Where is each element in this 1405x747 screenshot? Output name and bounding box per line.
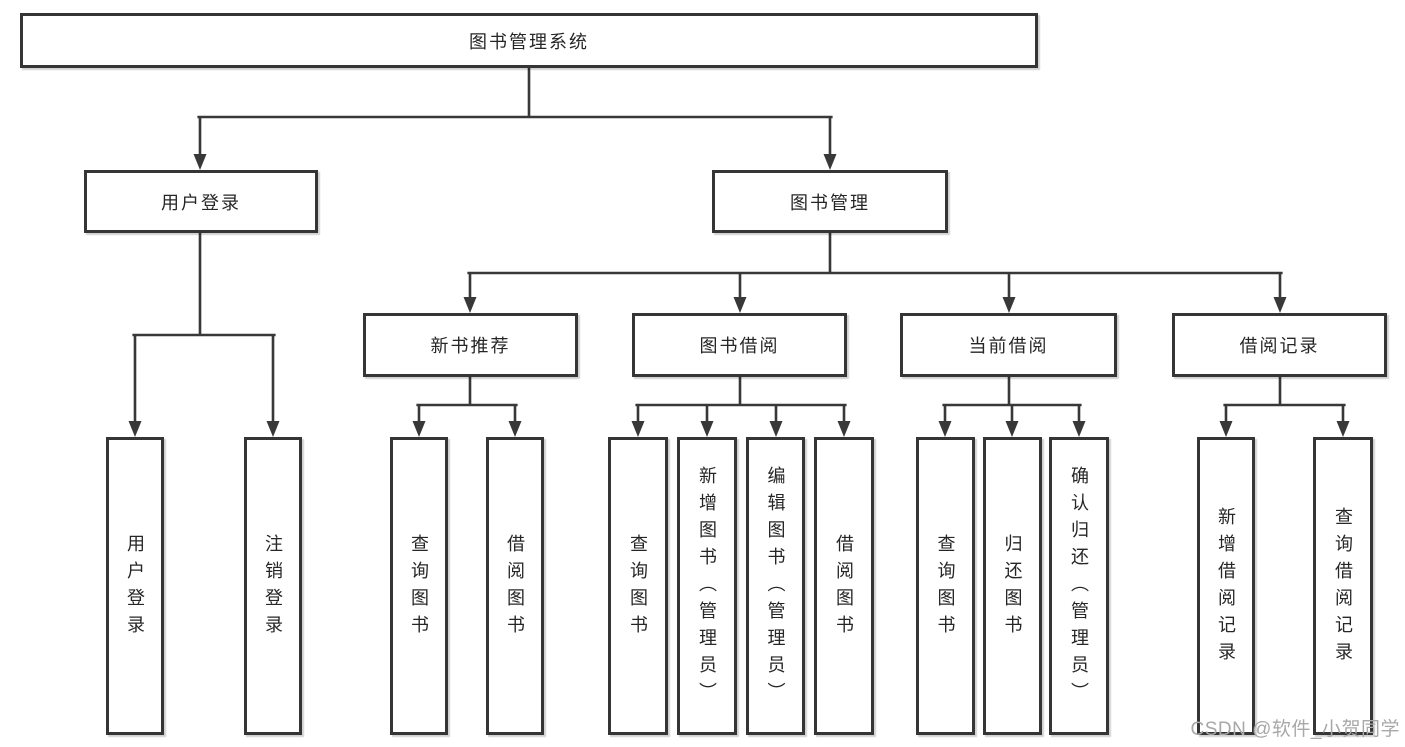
node-leaf-bb-edit-books-admin: 编辑图书（管理员） (746, 437, 805, 735)
connector-borrow-records (1223, 375, 1346, 427)
node-new-book-recommend: 新书推荐 (363, 313, 578, 377)
node-leaf-cb-confirm-return-admin: 确认归还（管理员） (1049, 437, 1109, 735)
node-leaf-nbr-borrow-books: 借阅图书 (486, 437, 544, 735)
node-book-management: 图书管理 (712, 170, 948, 233)
csdn-watermark: CSDN @软件_小贺同学 (1190, 719, 1400, 740)
node-book-borrow: 图书借阅 (632, 313, 847, 377)
connector-current-borrow (942, 375, 1082, 427)
node-leaf-user-login: 用户登录 (106, 437, 164, 735)
connector-user-login (132, 231, 276, 427)
connector-new-book-recommend (416, 375, 518, 427)
node-leaf-cb-query-books: 查询图书 (916, 437, 975, 735)
node-leaf-cb-return-books: 归还图书 (983, 437, 1042, 735)
node-leaf-br-query-record: 查询借阅记录 (1313, 437, 1373, 735)
node-leaf-logout: 注销登录 (244, 437, 302, 735)
node-leaf-bb-add-books-admin: 新增图书（管理员） (677, 437, 737, 735)
node-borrow-records: 借阅记录 (1172, 313, 1387, 377)
connector-book-management (467, 231, 1283, 304)
node-root: 图书管理系统 (20, 13, 1038, 68)
arrowheads (128, 154, 1350, 437)
connector-book-borrow (635, 375, 847, 427)
node-leaf-bb-query-books: 查询图书 (608, 437, 668, 735)
node-leaf-bb-borrow-books: 借阅图书 (814, 437, 874, 735)
node-leaf-nbr-query-books: 查询图书 (390, 437, 448, 735)
connector-root (197, 66, 833, 160)
node-user-login: 用户登录 (84, 170, 318, 233)
node-current-borrow: 当前借阅 (900, 313, 1117, 377)
node-leaf-br-add-record: 新增借阅记录 (1197, 437, 1255, 735)
